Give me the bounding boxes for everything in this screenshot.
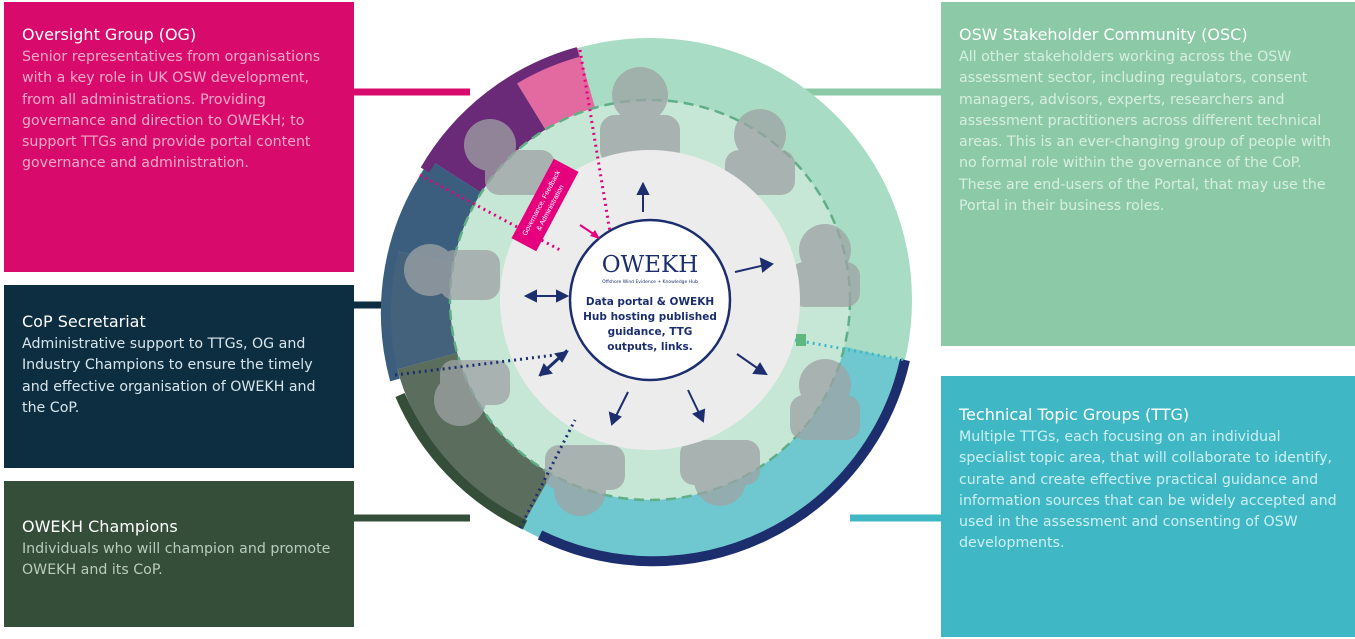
stakeholder-community-title: OSW Stakeholder Community (OSC) [959,25,1248,44]
secretariat-description: Administrative support to TTGs, OG and I… [22,336,316,416]
secretariat-title: CoP Secretariat [22,312,146,331]
center-logo: OWEKH [602,252,699,278]
technical-topic-groups-description: Multiple TTGs, each focusing on an indiv… [959,429,1337,552]
ttg-rim [537,358,910,567]
oversight-group-box: Oversight Group (OG) Senior representati… [4,2,354,272]
ttg-marker [796,334,806,346]
center-line-1: Data portal & OWEKH [586,296,714,308]
champions-description: Individuals who will champion and promot… [22,541,331,579]
governance-arrow-head [590,230,600,239]
oversight-group-title: Oversight Group (OG) [22,25,197,44]
og-rim [420,47,580,173]
stakeholder-community-description: All other stakeholders working across th… [959,49,1332,215]
champions-title: OWEKH Champions [22,517,178,536]
champions-rim [395,393,528,530]
secretariat-rim [380,182,425,382]
technical-topic-groups-title: Technical Topic Groups (TTG) [959,405,1190,424]
center-line-2: Hub hosting published [583,311,717,323]
center-line-3: guidance, TTG [608,326,693,338]
secretariat-box: CoP Secretariat Administrative support t… [4,285,354,468]
champions-box: OWEKH Champions Individuals who will cha… [4,481,354,627]
center-logo-subtitle: Offshore Wind Evidence + Knowledge Hub [602,279,698,285]
center-circle [568,218,732,382]
center-line-4: outputs, links. [607,341,693,353]
oversight-group-description: Senior representatives from organisation… [22,49,321,172]
arrows [523,181,774,426]
technical-topic-groups-box: Technical Topic Groups (TTG) Multiple TT… [941,376,1355,637]
stakeholder-community-box: OSW Stakeholder Community (OSC) All othe… [941,2,1355,346]
people-silhouettes [404,67,860,516]
